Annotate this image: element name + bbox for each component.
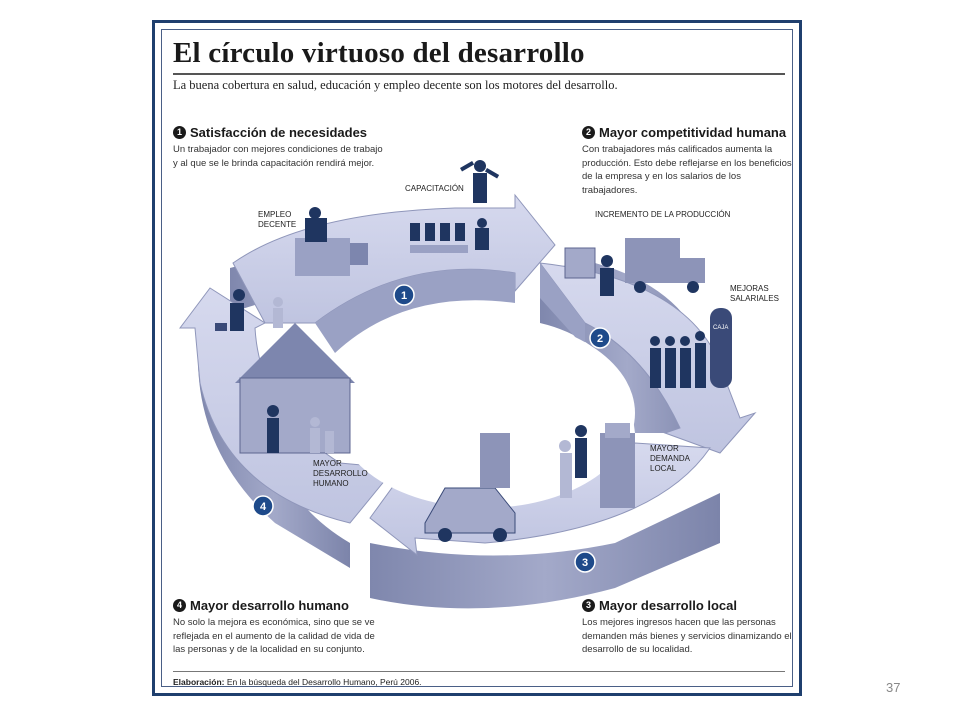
scene-labels: EMPLEO DECENTE CAPACITACIÓN INCREMENTO D… xyxy=(258,184,779,488)
credit-text: En la búsqueda del Desarrollo Humano, Pe… xyxy=(226,677,422,687)
step-1-text: Un trabajador con mejores condiciones de… xyxy=(173,144,383,169)
jumping-figure xyxy=(215,289,245,331)
ring-number-2 xyxy=(589,327,611,349)
ring-number-4 xyxy=(252,495,274,517)
label-mejoras-2: SALARIALES xyxy=(730,294,779,303)
infographic-inner-border xyxy=(161,29,793,687)
training-figures xyxy=(410,218,489,253)
scene-figures xyxy=(215,160,732,542)
credit-line: Elaboración: En la búsqueda del Desarrol… xyxy=(173,677,422,687)
step-2-heading: 2 Mayor competitividad humana xyxy=(582,125,792,140)
ring-number-1-text: 1 xyxy=(401,290,407,302)
ring-number-4-text: 4 xyxy=(260,501,267,513)
step-4-text: No solo la mejora es económica, sino que… xyxy=(173,617,375,655)
ring-number-2-text: 2 xyxy=(597,333,603,345)
ring-segment-1 xyxy=(232,193,556,353)
step-4-heading: 4 Mayor desarrollo humano xyxy=(173,598,388,613)
market-stall-icon xyxy=(600,423,635,508)
step-3-heading: 3 Mayor desarrollo local xyxy=(582,598,792,613)
label-humano-1: MAYOR xyxy=(313,459,342,468)
step-4-number: 4 xyxy=(173,599,186,612)
step-1-block: 1 Satisfacción de necesidades Un trabaja… xyxy=(173,125,388,170)
label-humano-3: HUMANO xyxy=(313,479,349,488)
ring-number-3 xyxy=(574,551,596,573)
step-3-text: Los mejores ingresos hacen que las perso… xyxy=(582,617,792,655)
trainer-figure xyxy=(460,160,500,203)
worker-head xyxy=(309,207,321,219)
step-1-number: 1 xyxy=(173,126,186,139)
car-icon xyxy=(424,433,516,542)
family-figures xyxy=(267,405,334,453)
loader-figure xyxy=(600,255,614,296)
crates-icon xyxy=(564,247,596,279)
label-empleo-2: DECENTE xyxy=(258,220,296,229)
credit-label: Elaboración: xyxy=(173,677,225,687)
step-3-title: Mayor desarrollo local xyxy=(599,598,737,613)
shoppers-figures xyxy=(559,425,587,498)
ring-number-1 xyxy=(393,284,415,306)
ring-number-3-text: 3 xyxy=(582,557,588,569)
step-2-title: Mayor competitividad humana xyxy=(599,125,787,140)
infographic-subtitle: La buena cobertura en salud, educación y… xyxy=(173,78,618,92)
label-demanda-2: DEMANDA xyxy=(650,454,691,463)
label-demanda-3: LOCAL xyxy=(650,464,677,473)
cash-booth-icon xyxy=(710,308,732,388)
boxes-icon xyxy=(350,243,368,265)
desk-icon xyxy=(295,238,350,276)
label-demanda-1: MAYOR xyxy=(650,444,679,453)
child-figure xyxy=(273,297,283,328)
credit-divider xyxy=(173,671,785,672)
step-2-text: Con trabajadores más calificados aumenta… xyxy=(582,144,792,196)
truck-icon xyxy=(625,238,705,293)
ring-number-markers: 1 2 3 4 xyxy=(252,284,611,573)
step-4-title: Mayor desarrollo humano xyxy=(190,598,349,613)
title-divider xyxy=(173,73,785,75)
label-incremento: INCREMENTO DE LA PRODUCCIÓN xyxy=(595,210,731,219)
label-humano-2: DESARROLLO xyxy=(313,469,368,478)
ring-segment-2 xyxy=(538,262,757,454)
infographic-title: El círculo virtuoso del desarrollo xyxy=(173,37,585,69)
label-caja: CAJA xyxy=(713,325,728,331)
step-3-block: 3 Mayor desarrollo local Los mejores ing… xyxy=(582,598,792,657)
slide-page-number: 37 xyxy=(886,680,901,695)
worker-figure xyxy=(305,218,327,242)
step-1-title: Satisfacción de necesidades xyxy=(190,125,368,140)
step-2-number: 2 xyxy=(582,126,595,139)
label-empleo-1: EMPLEO xyxy=(258,210,291,219)
virtuous-circle-diagram: EMPLEO DECENTE CAPACITACIÓN INCREMENTO D… xyxy=(179,160,779,609)
label-capacitacion: CAPACITACIÓN xyxy=(405,184,464,193)
step-3-number: 3 xyxy=(582,599,595,612)
queue-figures xyxy=(650,331,706,388)
step-2-block: 2 Mayor competitividad humana Con trabaj… xyxy=(582,125,792,197)
step-4-block: 4 Mayor desarrollo humano No solo la mej… xyxy=(173,598,388,657)
infographic-frame: El círculo virtuoso del desarrollo La bu… xyxy=(152,20,802,696)
step-1-heading: 1 Satisfacción de necesidades xyxy=(173,125,388,140)
label-mejoras-1: MEJORAS xyxy=(730,284,769,293)
